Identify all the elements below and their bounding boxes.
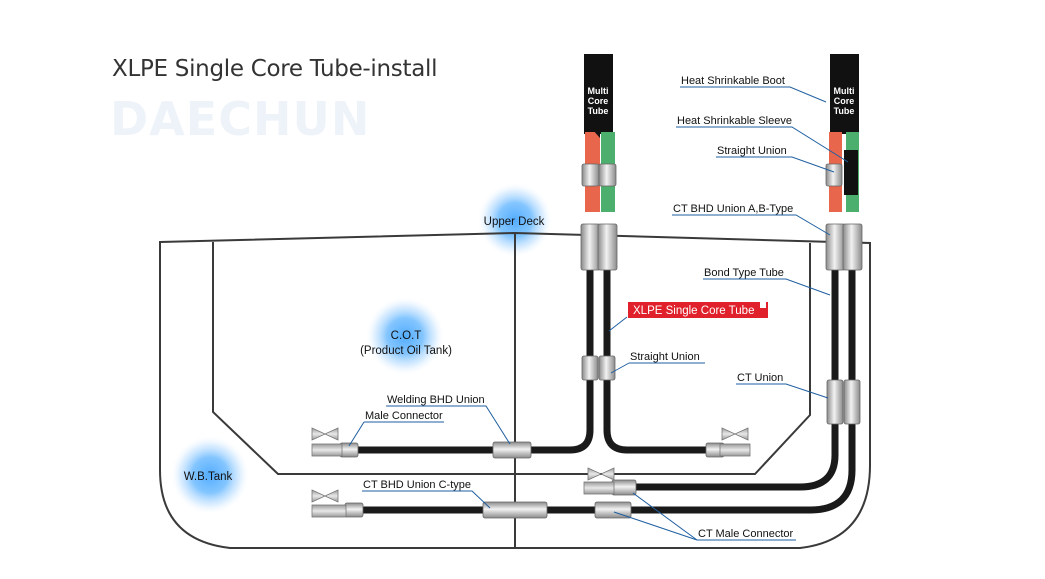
mct-left-line2: Core: [588, 96, 609, 106]
multi-core-tube-right: [829, 54, 859, 212]
cot-glow: [365, 296, 445, 376]
label-ct-bhd-union-c: CT BHD Union C-type: [363, 479, 471, 491]
callout-labels: Heat Shrinkable Boot Heat Shrinkable Sle…: [363, 75, 794, 540]
multi-core-labels: Multi Core Tube Multi Core Tube: [588, 86, 855, 116]
label-cot-line2: (Product Oil Tank): [360, 345, 452, 357]
label-cot-line1: C.O.T: [391, 330, 422, 342]
valve-icons: [311, 427, 751, 518]
label-heat-shrinkable-boot: Heat Shrinkable Boot: [681, 75, 785, 87]
mct-right-line3: Tube: [834, 106, 855, 116]
label-straight-union-mid: Straight Union: [630, 351, 700, 363]
label-straight-union-top: Straight Union: [717, 145, 787, 157]
black-tubes: [345, 270, 856, 514]
label-welding-bhd-union: Welding BHD Union: [387, 394, 485, 406]
callout-lines: [348, 86, 849, 541]
label-upper-deck: Upper Deck: [484, 216, 545, 228]
label-ct-union: CT Union: [737, 372, 783, 384]
page-title: XLPE Single Core Tube-install: [112, 56, 438, 82]
upper-deck-glow: [477, 182, 553, 258]
label-male-connector: Male Connector: [365, 410, 443, 422]
label-wb-tank: W.B.Tank: [184, 471, 233, 483]
multi-core-tube-left: [584, 54, 615, 212]
label-ct-male-connector: CT Male Connector: [698, 528, 794, 540]
heat-shrink-sleeve-mark: [845, 160, 858, 182]
wb-tank-glow: [170, 435, 250, 515]
label-heat-shrinkable-sleeve: Heat Shrinkable Sleeve: [677, 115, 792, 127]
hull-outline: [159, 231, 871, 549]
label-bond-type-tube: Bond Type Tube: [704, 267, 784, 279]
mct-right-line1: Multi: [834, 86, 855, 96]
label-xlpe-single-core-tube: XLPE Single Core Tube: [633, 305, 754, 317]
mct-right-line2: Core: [834, 96, 855, 106]
watermark-text: DAECHUN: [110, 92, 371, 146]
vertical-fittings: [580, 163, 863, 425]
xlpe-highlight-box: XLPE Single Core Tube: [628, 302, 768, 318]
mct-left-line1: Multi: [588, 86, 609, 96]
label-ct-bhd-union-ab: CT BHD Union A,B-Type: [673, 203, 793, 215]
mct-left-line3: Tube: [588, 106, 609, 116]
zone-labels: Upper Deck C.O.T (Product Oil Tank) W.B.…: [184, 216, 545, 483]
